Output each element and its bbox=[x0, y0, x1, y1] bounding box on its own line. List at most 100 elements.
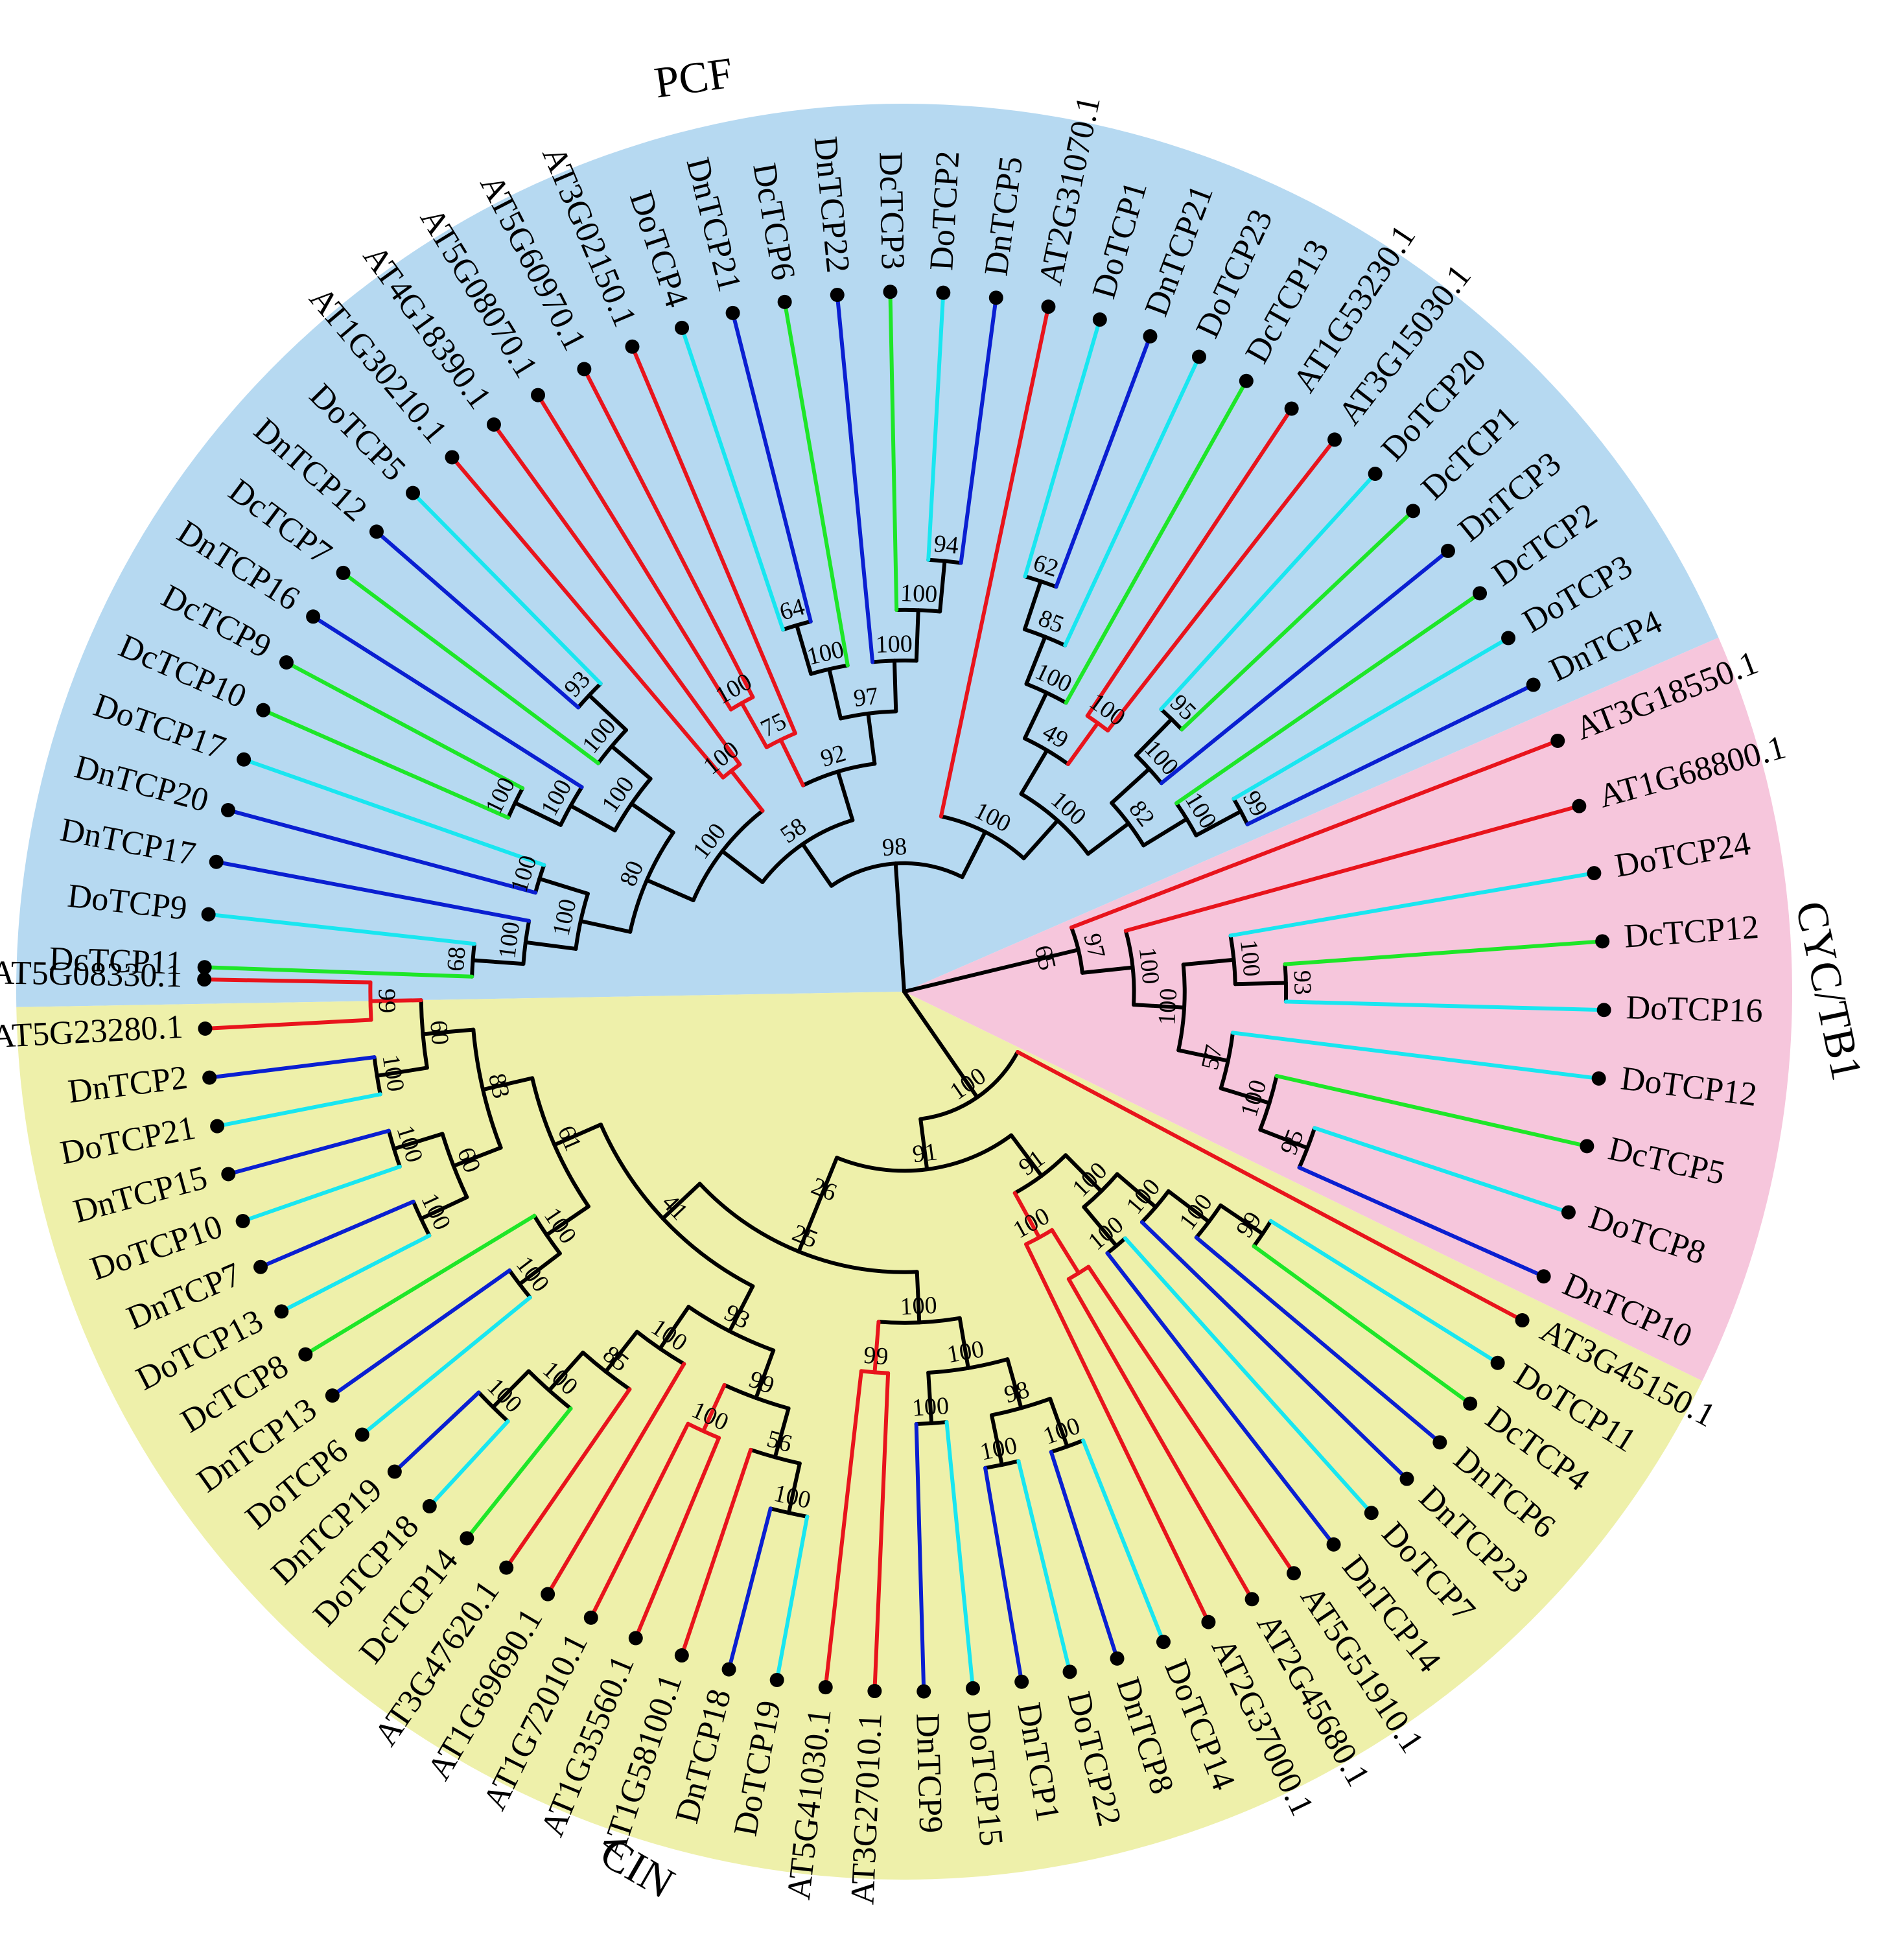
branch-radial bbox=[1063, 355, 1201, 648]
branch-radial bbox=[939, 305, 1051, 819]
branch-radial bbox=[1016, 1459, 1072, 1674]
branch-radial bbox=[918, 1117, 929, 1172]
branch-radial bbox=[1027, 948, 1080, 964]
branch-radial bbox=[578, 919, 633, 934]
branch-radial bbox=[1159, 548, 1450, 786]
branch-radial bbox=[1176, 1048, 1230, 1063]
branch-radial bbox=[835, 292, 875, 664]
tip-dot bbox=[1561, 1205, 1576, 1220]
branch-radial bbox=[815, 1156, 839, 1207]
branch-radial bbox=[544, 1204, 590, 1237]
branch-radial bbox=[1022, 579, 1043, 632]
tip-dots bbox=[197, 285, 1611, 1699]
tip-label: DcTCP3 bbox=[872, 152, 911, 270]
branch-radial bbox=[944, 1420, 975, 1690]
tip-dot bbox=[721, 1662, 736, 1677]
tip-dot bbox=[965, 1681, 980, 1696]
tip-dot bbox=[325, 1388, 340, 1403]
branch-radial bbox=[261, 708, 511, 820]
tip-dot bbox=[274, 1304, 289, 1319]
tip-dot bbox=[1432, 1435, 1447, 1450]
branch-arc bbox=[829, 861, 964, 888]
tip-dot bbox=[1287, 1566, 1302, 1581]
bootstrap-label: 99 bbox=[863, 1342, 889, 1371]
tip-dot bbox=[1327, 432, 1342, 447]
branch-radial bbox=[740, 701, 769, 749]
branch-radial bbox=[513, 800, 563, 827]
branch-radial bbox=[800, 842, 834, 888]
branch-arc bbox=[722, 1382, 791, 1410]
tip-label: AT3G27010.1 bbox=[844, 1712, 889, 1906]
tip-dot bbox=[1440, 543, 1455, 558]
branch-radial bbox=[630, 344, 797, 736]
tip-dot bbox=[256, 703, 271, 718]
tip-dot bbox=[577, 362, 592, 377]
branch-radial bbox=[1258, 1127, 1310, 1150]
bootstrap-label: 100 bbox=[1235, 939, 1265, 978]
branch-radial bbox=[914, 1422, 926, 1694]
branch-radial bbox=[729, 769, 765, 813]
bootstrap-label: 100 bbox=[377, 1053, 409, 1093]
tip-dot bbox=[279, 655, 294, 670]
branch-radial bbox=[957, 1316, 970, 1370]
branch-radial bbox=[1054, 334, 1152, 589]
tip-dot bbox=[499, 1560, 514, 1575]
tip-label: AT5G08330.1 bbox=[0, 954, 183, 994]
branch-radial bbox=[1228, 871, 1596, 938]
branch-radial bbox=[284, 660, 525, 791]
branch-radial bbox=[609, 744, 653, 781]
tip-dot bbox=[1587, 866, 1602, 881]
branch-radial bbox=[374, 530, 581, 710]
branch-radial bbox=[835, 769, 855, 822]
branch-radial bbox=[491, 1369, 531, 1410]
tip-dot bbox=[675, 320, 690, 335]
bootstrap-label: 83 bbox=[483, 1071, 515, 1101]
tip-dot bbox=[355, 1427, 369, 1442]
bootstrap-label: 68 bbox=[442, 946, 471, 972]
branch-radial bbox=[1023, 318, 1102, 579]
branch-radial bbox=[983, 1465, 1024, 1684]
branch-radial bbox=[587, 693, 628, 732]
branch-radial bbox=[1115, 1172, 1158, 1209]
branch-radial bbox=[775, 1514, 810, 1683]
branch-radial bbox=[471, 958, 526, 966]
branch-radial bbox=[1085, 406, 1294, 718]
branch-radial bbox=[1048, 1397, 1069, 1449]
bootstrap-label: 100 bbox=[1153, 988, 1182, 1026]
tip-dot bbox=[1041, 299, 1056, 314]
branch-arc bbox=[1012, 1153, 1068, 1195]
branch-radial bbox=[872, 1320, 881, 1375]
branch-radial bbox=[1106, 438, 1337, 733]
branch-radial bbox=[1134, 717, 1174, 758]
tip-dot bbox=[1368, 467, 1383, 482]
tip-label: DoTCP16 bbox=[1626, 989, 1763, 1030]
branch-radial bbox=[1233, 981, 1288, 986]
branch-arc bbox=[859, 1369, 891, 1375]
branch-radial bbox=[1086, 821, 1131, 856]
branch-radial bbox=[226, 1128, 391, 1176]
branch-radial bbox=[411, 491, 603, 686]
branch-radial bbox=[1081, 1438, 1165, 1644]
tip-dot bbox=[1014, 1674, 1029, 1689]
branch-arc bbox=[876, 1316, 962, 1325]
branch-arc bbox=[914, 1420, 949, 1427]
branch-radial bbox=[215, 1092, 382, 1128]
branch-radial bbox=[872, 1371, 891, 1694]
tip-dot bbox=[1526, 677, 1541, 692]
tip-dot bbox=[1536, 1269, 1551, 1284]
branch-radial bbox=[1064, 379, 1248, 705]
branch-radial bbox=[259, 1199, 415, 1269]
branch-radial bbox=[644, 878, 695, 902]
bootstrap-label: 60 bbox=[425, 1019, 454, 1046]
branch-radial bbox=[523, 940, 578, 951]
branch-radial bbox=[1232, 636, 1511, 801]
branch-radial bbox=[727, 1506, 773, 1672]
branch-radial bbox=[658, 1305, 691, 1351]
tip-dot bbox=[406, 485, 421, 500]
branch-radial bbox=[427, 1419, 510, 1508]
branch-arc bbox=[870, 659, 918, 664]
branch-radial bbox=[1069, 738, 1560, 929]
branch-radial bbox=[888, 290, 899, 612]
branch-radial bbox=[517, 1251, 562, 1287]
